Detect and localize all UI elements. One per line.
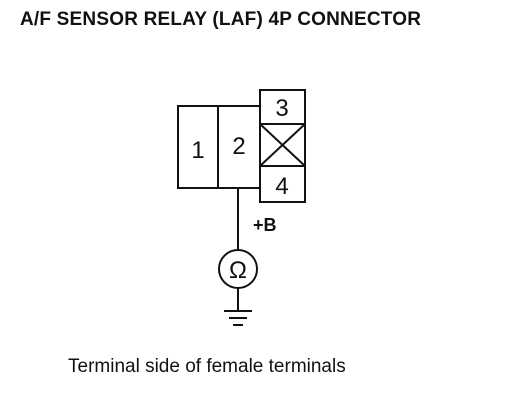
terminal-2-label: 2	[232, 133, 245, 160]
ground-icon	[224, 310, 252, 326]
diagram-caption: Terminal side of female terminals	[68, 356, 346, 377]
terminal-4-label: 4	[275, 173, 288, 200]
terminal-1-label: 1	[191, 137, 204, 164]
terminal-3-label: 3	[275, 95, 288, 122]
terminal-4-cavity	[259, 165, 306, 203]
ohm-symbol: Ω	[229, 257, 247, 284]
diagram-title: A/F SENSOR RELAY (LAF) 4P CONNECTOR	[20, 9, 422, 30]
plus-b-label: +B	[253, 215, 277, 235]
